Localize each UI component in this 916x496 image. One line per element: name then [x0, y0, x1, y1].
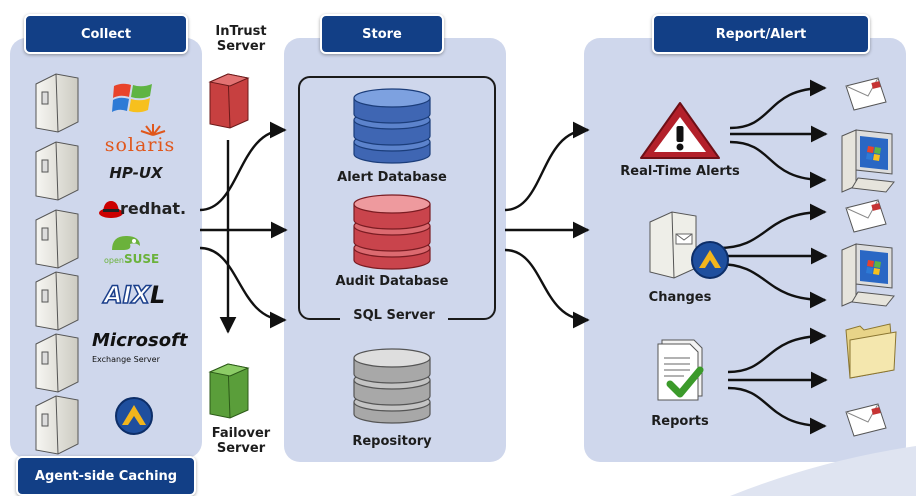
opensuse-icon [112, 236, 140, 250]
alert-database-label: Alert Database [337, 170, 447, 185]
windows-logo-icon [112, 83, 152, 113]
audit-database-icon [353, 194, 431, 270]
intrust-server-label: InTrust Server [204, 24, 278, 54]
alert-database-icon [353, 88, 431, 164]
arrow-store-bottom [504, 248, 590, 329]
intrust-server-icon [208, 73, 250, 129]
changes-server-icon [649, 211, 729, 279]
redhat-icon [99, 201, 123, 218]
email-envelope-icon-3 [845, 403, 887, 437]
folder-icon [845, 323, 897, 379]
report-header: Report/Alert [652, 14, 870, 54]
collect-header: Collect [24, 14, 188, 54]
decorative-swoosh [730, 446, 916, 496]
exchange-label: Exchange Server [92, 355, 160, 364]
reports-label: Reports [651, 414, 709, 429]
sql-server-label: SQL Server [340, 308, 448, 323]
quest-badge-icon [115, 397, 153, 435]
server-icon-unix [35, 141, 79, 201]
aix-suffix: L [150, 281, 166, 309]
reports-document-icon [657, 339, 704, 401]
email-envelope-icon-2 [845, 199, 887, 233]
failover-line1: Failover [211, 426, 271, 441]
solaris-logo-icon [140, 124, 166, 136]
failover-line2: Server [216, 441, 266, 456]
server-icon-windows [35, 73, 79, 133]
collect-servers [35, 73, 79, 455]
failover-server-label: Failover Server [204, 426, 278, 456]
aix-text: AIX [103, 281, 151, 309]
arrow-collect-bottom [199, 246, 287, 329]
audit-database-label: Audit Database [335, 274, 449, 289]
repository-icon [353, 348, 431, 424]
solaris-label: solaris [104, 134, 176, 156]
aix-label: AIXL [103, 281, 184, 309]
windows-computer-icon [841, 129, 895, 193]
opensuse-prefix: open [104, 256, 124, 265]
store-header: Store [320, 14, 444, 54]
realtime-alerts-label: Real-Time Alerts [620, 164, 740, 179]
arrow-collect-top [199, 121, 287, 212]
opensuse-name: SUSE [123, 252, 160, 266]
opensuse-label: openSUSE [104, 252, 174, 268]
server-icon-linux [35, 209, 79, 269]
windows-computer-icon-2 [841, 243, 895, 307]
server-icon-quest [35, 395, 79, 455]
server-icon-aix [35, 271, 79, 331]
warning-triangle-icon [640, 102, 720, 159]
microsoft-label: Microsoft [92, 330, 188, 351]
repository-label: Repository [352, 434, 432, 449]
redhat-label: redhat. [120, 199, 187, 218]
email-envelope-icon [845, 77, 887, 111]
hpux-label: HP-UX [109, 164, 163, 182]
arrow-store-top [504, 121, 590, 212]
agent-caching-label: Agent-side Caching [16, 456, 196, 496]
intrust-line2: Server [216, 39, 266, 54]
server-icon-exchange [35, 333, 79, 393]
changes-label: Changes [648, 290, 712, 305]
intrust-line1: InTrust [215, 24, 267, 39]
failover-server-icon [208, 363, 250, 419]
